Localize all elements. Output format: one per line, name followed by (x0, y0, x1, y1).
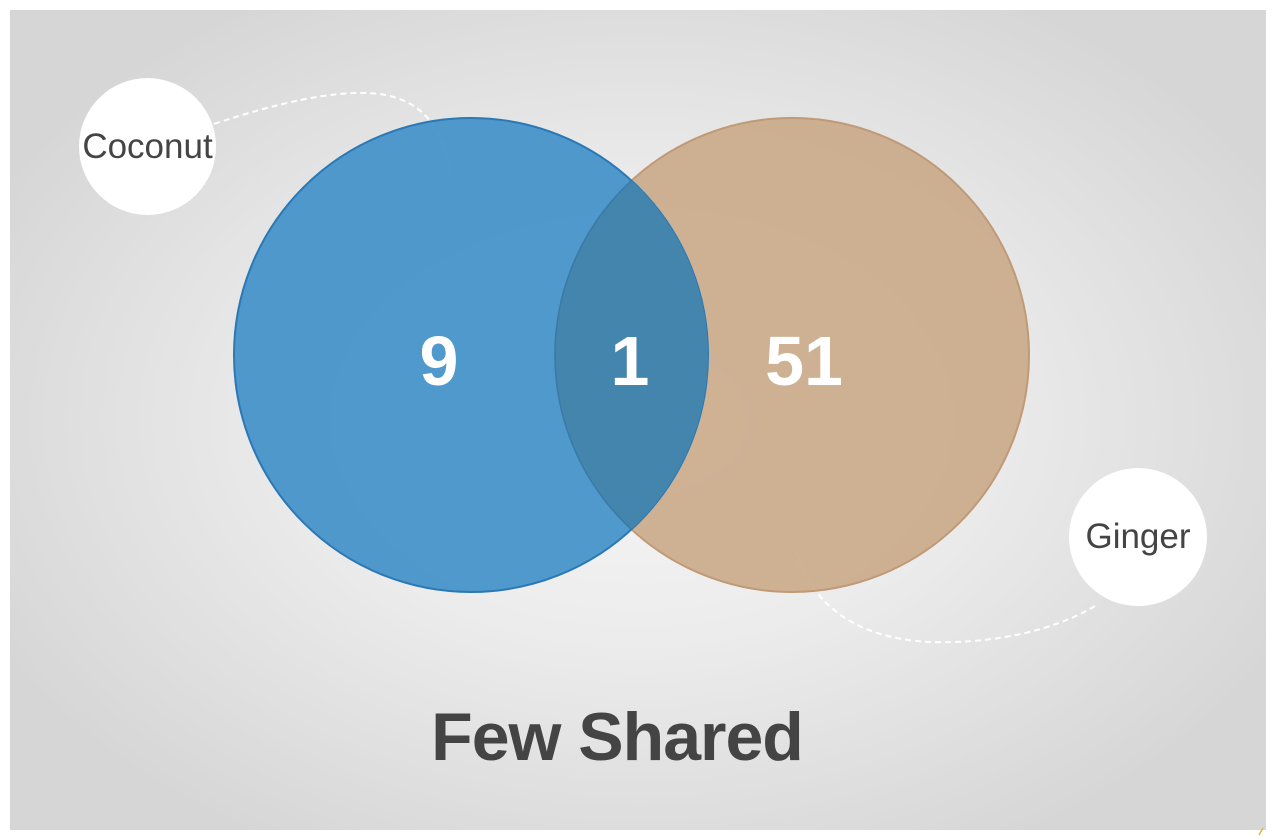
ginger-label-bubble: Ginger (1069, 468, 1207, 606)
intersection-count: 1 (610, 322, 650, 400)
venn-diagram-canvas: 9 1 51 Coconut Ginger Few Shared (10, 10, 1266, 830)
coconut-label-bubble: Coconut (79, 78, 216, 215)
intersection-region (555, 118, 708, 592)
coconut-only-count: 9 (419, 322, 459, 400)
ginger-connector-line (795, 549, 1096, 644)
coconut-label: Coconut (82, 126, 213, 166)
ginger-outline (554, 118, 708, 592)
corner-mark-icon (1258, 827, 1264, 836)
venn-graphic (213, 91, 1096, 644)
coconut-connector-line (213, 91, 451, 173)
ginger-label: Ginger (1085, 517, 1191, 556)
ginger-only-count: 51 (765, 322, 843, 400)
diagram-title: Few Shared (431, 699, 804, 775)
